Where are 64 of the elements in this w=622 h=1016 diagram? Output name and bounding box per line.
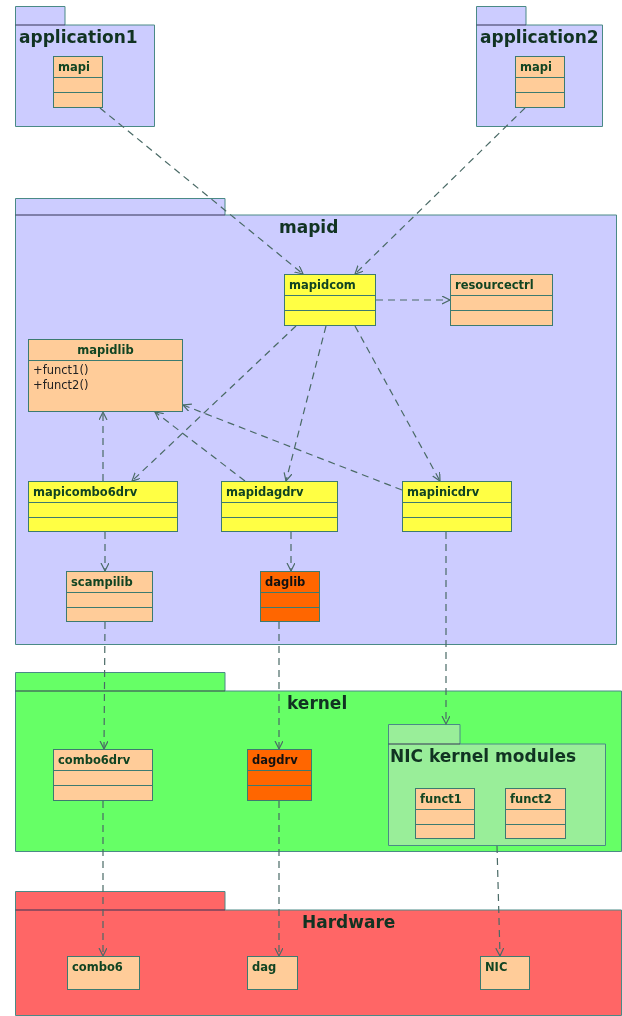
dependency-arrow bbox=[99, 621, 109, 750]
dependency-arrow bbox=[274, 800, 284, 957]
class-box bbox=[221, 481, 338, 532]
dependency-arrow bbox=[100, 531, 110, 572]
package-title: NIC kernel modules bbox=[390, 746, 577, 766]
package-title: mapid bbox=[279, 217, 339, 237]
class-name: dagdrv bbox=[251, 752, 299, 769]
dependency-arrow bbox=[283, 325, 327, 482]
class-name: daglib bbox=[264, 574, 307, 591]
class-name: mapidcom bbox=[288, 277, 357, 294]
class-name: combo6drv bbox=[57, 752, 132, 769]
uml-package bbox=[15, 6, 155, 127]
class-name: mapi bbox=[57, 59, 91, 76]
class-box bbox=[67, 956, 140, 990]
class-box bbox=[402, 481, 512, 532]
class-box bbox=[515, 56, 565, 108]
class-name: funct1 bbox=[419, 791, 463, 808]
dependency-arrow bbox=[98, 800, 108, 957]
method-text: +funct2() bbox=[33, 378, 90, 393]
dependency-arrow bbox=[354, 107, 526, 275]
class-box bbox=[53, 56, 103, 108]
package-title: kernel bbox=[287, 693, 348, 713]
dependency-arrow bbox=[375, 295, 451, 305]
dependency-arrow bbox=[274, 621, 284, 750]
class-box bbox=[284, 274, 376, 326]
dependency-arrow bbox=[495, 845, 505, 957]
class-box bbox=[53, 749, 153, 801]
uml-package bbox=[15, 672, 622, 852]
class-name: mapidagdrv bbox=[225, 484, 305, 501]
package-title: Hardware bbox=[302, 912, 396, 932]
class-box bbox=[66, 571, 153, 622]
uml-package bbox=[15, 198, 617, 645]
class-name: mapicombo6drv bbox=[32, 484, 139, 501]
method-text: +funct1() bbox=[33, 363, 90, 378]
class-name: funct2 bbox=[509, 791, 553, 808]
class-box bbox=[247, 749, 312, 801]
class-box bbox=[260, 571, 320, 622]
class-box bbox=[28, 339, 183, 412]
dependency-arrow bbox=[441, 531, 451, 725]
uml-package bbox=[15, 891, 622, 1016]
class-box bbox=[505, 788, 566, 839]
uml-package bbox=[476, 6, 603, 127]
class-name: mapi bbox=[519, 59, 553, 76]
class-name: scampilib bbox=[70, 574, 134, 591]
class-name: mapidlib bbox=[76, 342, 135, 359]
class-box bbox=[247, 956, 298, 990]
class-name: combo6 bbox=[71, 959, 124, 976]
class-box bbox=[450, 274, 553, 326]
class-name: dag bbox=[251, 959, 278, 976]
dependency-arrow bbox=[182, 403, 403, 491]
class-box bbox=[28, 481, 178, 532]
package-title: application2 bbox=[480, 27, 599, 47]
dependency-arrow bbox=[286, 531, 296, 572]
dependency-arrow bbox=[354, 325, 441, 482]
dependency-arrow bbox=[154, 411, 246, 482]
dependency-arrow bbox=[131, 325, 297, 482]
class-box bbox=[480, 956, 530, 990]
class-name: mapinicdrv bbox=[406, 484, 481, 501]
class-name: NIC bbox=[484, 959, 509, 976]
dependency-arrow bbox=[98, 411, 108, 482]
dependency-arrow bbox=[99, 107, 304, 275]
class-name: resourcectrl bbox=[454, 277, 535, 294]
package-title: application1 bbox=[19, 27, 138, 47]
class-box bbox=[415, 788, 475, 839]
